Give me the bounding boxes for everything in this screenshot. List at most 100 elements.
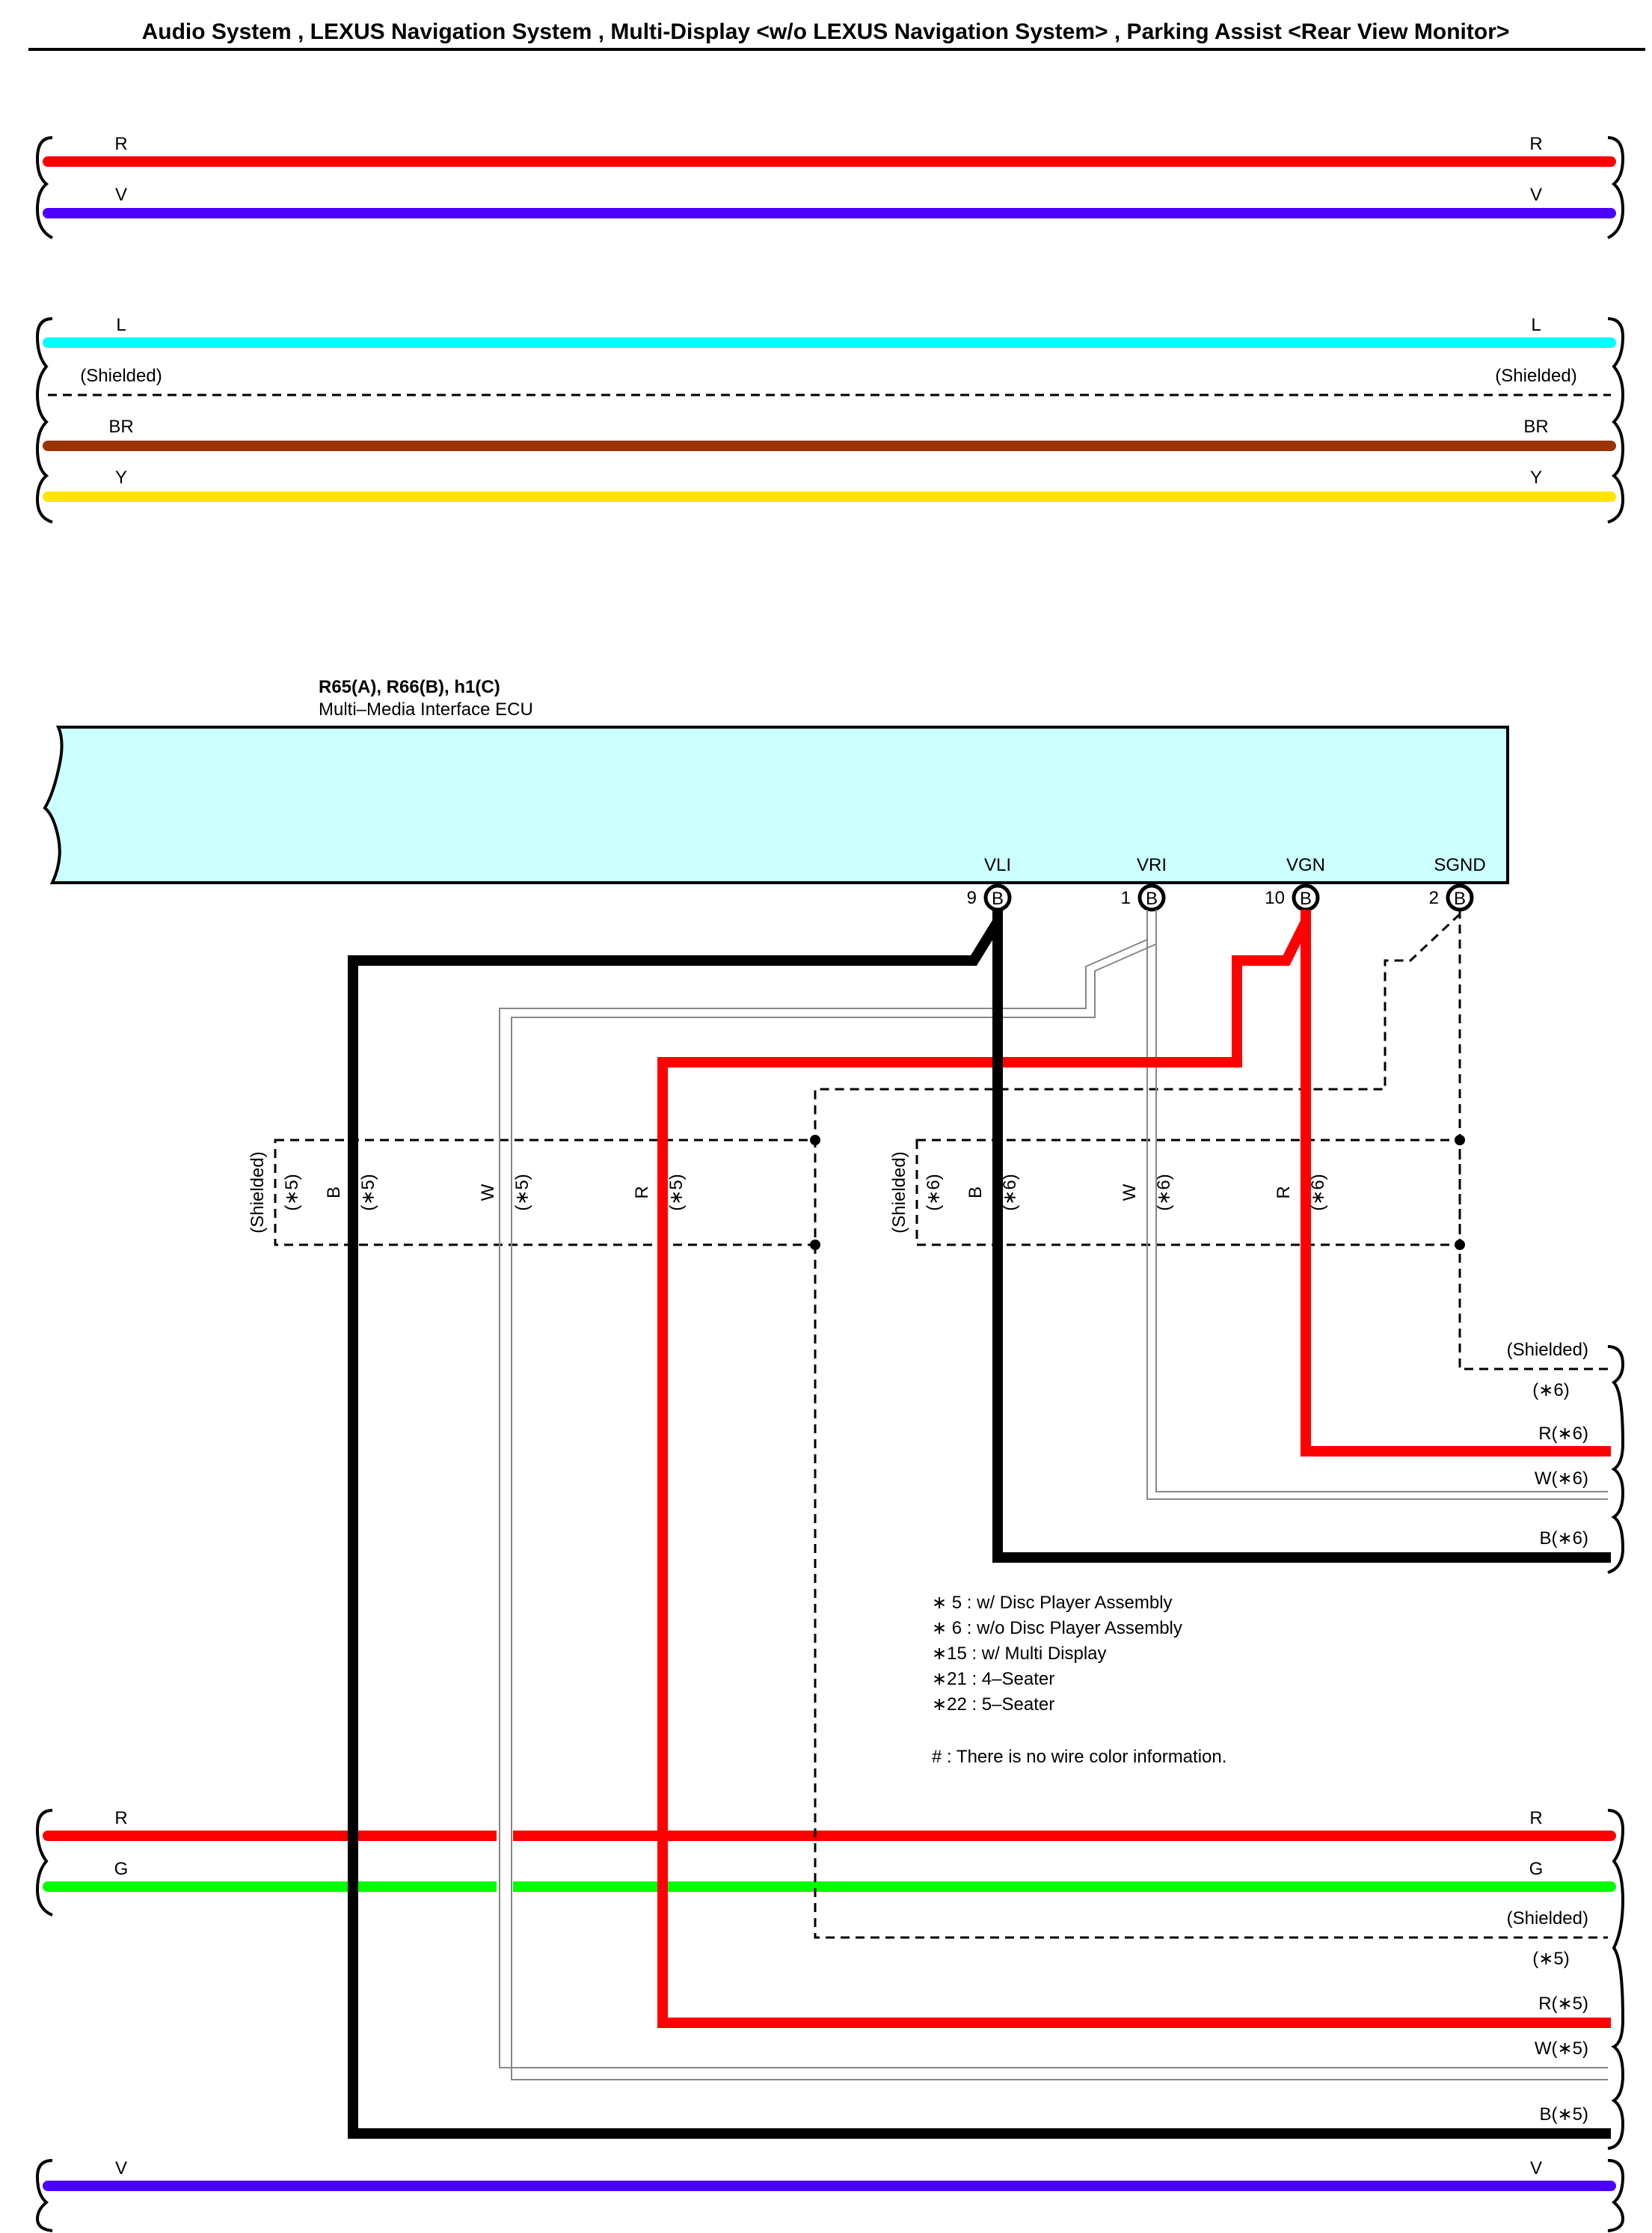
wire-r6 <box>1301 910 1611 1456</box>
shield6-label-note: (∗6) <box>924 1174 944 1210</box>
note-21: ∗21 : 4–Seater <box>932 1669 1054 1689</box>
pin-number-vri: 1 <box>1121 888 1131 908</box>
wire-label-r-right: R <box>1529 134 1542 154</box>
wire-label-g-bottom-right: G <box>1529 1859 1544 1879</box>
shield-group-5: (Shielded) (∗5) B (∗5) W (∗5) R (∗5) <box>248 1135 820 1250</box>
right5-shielded: (Shielded) <box>1507 1908 1588 1929</box>
shield5-label-w-note: (∗5) <box>512 1174 532 1210</box>
pin-connector-vli: B <box>992 889 1004 909</box>
pin-connector-sgnd: B <box>1454 889 1466 909</box>
wire-label-y-right: Y <box>1530 468 1542 488</box>
wire-label-l-right: L <box>1531 315 1541 335</box>
top-wire-group-1: R R V V <box>35 134 1625 239</box>
wire-r5 <box>657 919 1611 2028</box>
right-labels-6: (Shielded) (∗6) R(∗6) W(∗6) B(∗6) <box>1507 1340 1625 1574</box>
shield5-label-r-note: (∗5) <box>666 1174 687 1210</box>
pin-connector-vri: B <box>1146 889 1158 909</box>
wire-w6-b <box>1155 910 1608 1492</box>
wire-label-g-bottom-left: G <box>114 1859 129 1879</box>
wire-label-r-bottom-left: R <box>114 1808 127 1828</box>
note-15: ∗15 : w/ Multi Display <box>932 1644 1107 1664</box>
shield5-label-shielded: (Shielded) <box>248 1151 268 1233</box>
ecu-block: R65(A), R66(B), h1(C) Multi–Media Interf… <box>43 677 1509 912</box>
shield6-label-b-note: (∗6) <box>1000 1174 1020 1210</box>
right5-b: B(∗5) <box>1540 2104 1588 2125</box>
note-22: ∗22 : 5–Seater <box>932 1694 1054 1715</box>
shield5-label-w: W <box>478 1183 498 1201</box>
pin-number-vli: 9 <box>967 888 977 908</box>
crossing-gap-g <box>497 1879 513 1894</box>
wire-label-v-bottom-right: V <box>1530 2158 1542 2178</box>
shield5-label-r: R <box>632 1186 652 1198</box>
note-hash: # : There is no wire color information. <box>932 1747 1226 1767</box>
notes-block: ∗ 5 : w/ Disc Player Assembly ∗ 6 : w/o … <box>932 1593 1226 1767</box>
shield6-label-w-note: (∗6) <box>1154 1174 1174 1210</box>
left-brace-v-bottom <box>35 2159 53 2232</box>
right6-shielded-note: (∗6) <box>1532 1380 1569 1400</box>
ecu-box <box>43 726 1509 884</box>
shield5-label-note: (∗5) <box>282 1174 302 1210</box>
wire-w5-b <box>511 910 1608 2080</box>
terminal-vli-label: VLI <box>984 855 1011 875</box>
wire-b6 <box>992 910 1611 1563</box>
pin-circle-vri <box>1137 883 1166 912</box>
wire-label-v-right: V <box>1530 185 1542 205</box>
wire-label-shielded-right: (Shielded) <box>1495 366 1576 386</box>
terminal-vri-label: VRI <box>1137 855 1167 875</box>
left-brace-2 <box>35 317 53 524</box>
ecu-name: Multi–Media Interface ECU <box>319 699 533 720</box>
pin-number-vgn: 10 <box>1265 888 1285 908</box>
shield6-label-b: B <box>965 1186 986 1198</box>
wire-label-br-left: BR <box>108 417 133 437</box>
shield-box-5 <box>274 1139 817 1246</box>
right6-shielded: (Shielded) <box>1507 1340 1588 1360</box>
bottom-wire-group-2: V V <box>43 2158 1616 2191</box>
right5-shielded-note: (∗5) <box>1532 1949 1569 1969</box>
crossing-gap-r <box>497 1828 513 1843</box>
wire-label-shielded-left: (Shielded) <box>80 366 162 386</box>
wire-label-y-left: Y <box>115 468 127 488</box>
wire-label-r-left: R <box>114 134 127 154</box>
wire-label-l-left: L <box>116 315 126 335</box>
wire-b5 <box>348 919 1611 2139</box>
left-brace-1 <box>35 136 53 239</box>
right-brace-v-bottom <box>1607 2159 1625 2232</box>
drain-5-to-bottom <box>814 1245 1608 1939</box>
top-wire-group-2: L L (Shielded) (Shielded) BR BR Y Y <box>35 315 1625 524</box>
shield5-label-b-note: (∗5) <box>358 1174 378 1210</box>
bottom-wire-group-1: R R G G <box>43 1808 1616 1894</box>
wire-w6-a <box>1146 910 1608 1500</box>
terminal-sgnd-label: SGND <box>1434 855 1485 875</box>
pin-number-sgnd: 2 <box>1429 888 1439 908</box>
r-wires <box>657 910 1611 2028</box>
shield6-label-r-note: (∗6) <box>1308 1174 1328 1210</box>
shield6-label-r: R <box>1274 1186 1294 1198</box>
right5-r: R(∗5) <box>1538 1994 1588 2014</box>
right-brace-1 <box>1607 136 1625 239</box>
right-brace-2 <box>1607 317 1625 524</box>
drain-sgnd-to-5 <box>814 913 1461 1140</box>
terminal-vgn-label: VGN <box>1286 855 1325 875</box>
wire-label-v-left: V <box>115 185 127 205</box>
right6-w: W(∗6) <box>1535 1468 1588 1489</box>
right5-w: W(∗5) <box>1535 2039 1588 2059</box>
note-5: ∗ 5 : w/ Disc Player Assembly <box>932 1593 1173 1613</box>
wire-label-r-bottom-right: R <box>1529 1808 1542 1828</box>
right-brace-bottom <box>1607 1809 1625 2150</box>
right-brace-6 <box>1607 1345 1625 1574</box>
right6-b: B(∗6) <box>1540 1528 1588 1549</box>
shield5-label-b: B <box>324 1186 344 1198</box>
shield-box-6 <box>915 1139 1461 1246</box>
right6-r: R(∗6) <box>1538 1424 1588 1444</box>
wire-label-v-bottom-left: V <box>115 2158 127 2178</box>
right-labels-5: (Shielded) (∗5) R(∗5) W(∗5) B(∗5) <box>1507 1908 1588 2125</box>
shield-drain-wires <box>814 910 1608 1939</box>
shield6-label-shielded: (Shielded) <box>889 1151 909 1233</box>
pin-connector-vgn: B <box>1300 889 1312 909</box>
shield-group-6: (Shielded) (∗6) B (∗6) W (∗6) R (∗6) <box>889 1135 1465 1250</box>
wire-w5-a <box>499 910 1608 2068</box>
drain-sgnd-to-6 <box>1458 910 1608 1370</box>
wire-label-br-right: BR <box>1523 417 1548 437</box>
b-wires <box>348 910 1611 2139</box>
